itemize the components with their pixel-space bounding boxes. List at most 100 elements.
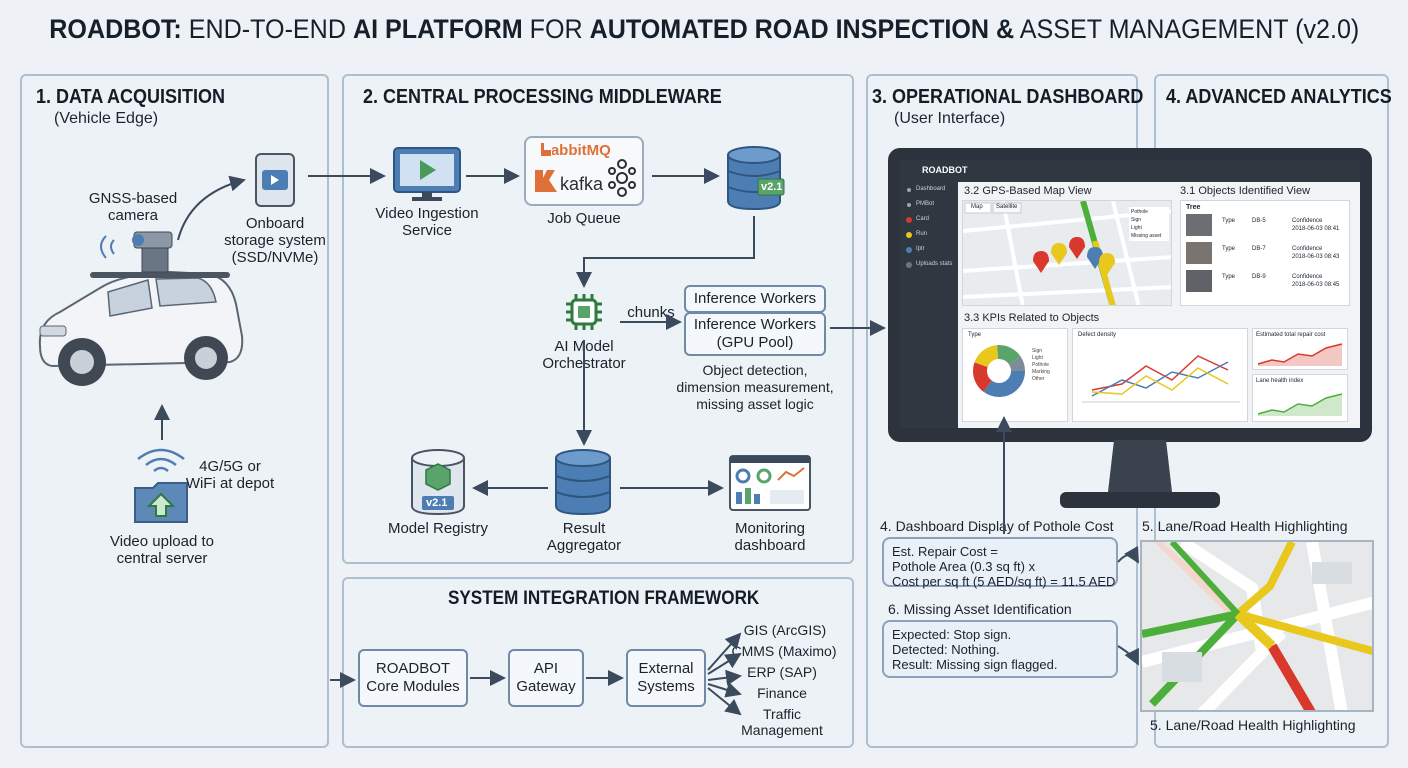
nav-item-iptr[interactable]: Iptr	[916, 246, 925, 252]
dashboard-topbar	[900, 160, 1360, 182]
objects-header: Tree	[1186, 204, 1201, 211]
section-heading-analytics: 4. ADVANCED ANALYTICS	[1166, 86, 1392, 108]
kpi-type-label: Type	[968, 332, 982, 338]
ai-orchestrator-icon	[566, 294, 602, 330]
target-finance: Finance	[757, 685, 807, 701]
kpi-cost-label: Estimated total repair cost	[1256, 332, 1326, 338]
missing-asset-callout: Expected: Stop sign.Detected: Nothing.Re…	[882, 620, 1118, 678]
rabbitmq-logo: RabbitMQ	[540, 142, 611, 159]
page-title: ROADBOT: END-TO-END AI PLATFORM FOR AUTO…	[49, 14, 1360, 44]
object-conf-1: Confidence	[1292, 218, 1323, 224]
kpi-donut-chart	[973, 345, 1025, 397]
section-sub-dashboard: (User Interface)	[894, 110, 1006, 127]
section-heading-middleware: 2. CENTRAL PROCESSING MIDDLEWARE	[363, 86, 722, 108]
target-traffic: Traffic	[762, 706, 802, 722]
dashboard-app-name: ROADBOT	[922, 165, 968, 175]
pothole-cost-title: 4. Dashboard Display of Pothole Cost	[880, 518, 1114, 534]
section-heading-dashboard: 3. OPERATIONAL DASHBOARD	[872, 86, 1144, 108]
kpi-lane-sparkline	[1257, 393, 1343, 416]
onboard-storage-icon	[255, 153, 295, 207]
result-aggregator-icon	[555, 449, 611, 516]
kafka-cluster-icon	[608, 159, 636, 197]
map-tab-map[interactable]: Map	[971, 204, 983, 210]
kpi-density-card	[1072, 328, 1248, 422]
missing-asset-title: 6. Missing Asset Identification	[888, 601, 1072, 617]
object-id-3: DB-9	[1252, 274, 1266, 280]
lane-health-roads	[1142, 542, 1372, 710]
wifi-icon	[137, 448, 185, 472]
target-erp: ERP (SAP)	[747, 664, 817, 680]
section-heading-integration: SYSTEM INTEGRATION FRAMEWORK	[448, 588, 760, 609]
kpi-density-line-chart	[1082, 355, 1240, 403]
pothole-cost-callout: Est. Repair Cost =Pothole Area (0.3 sq f…	[882, 537, 1118, 589]
target-cmms: CMMS (Maximo)	[731, 643, 837, 659]
map-tab-satellite[interactable]: Satellite	[996, 204, 1018, 210]
inference-tasks-label: Object detection,dimension measurement,m…	[676, 362, 834, 412]
object-id-1: DB-5	[1252, 218, 1266, 224]
model-registry-label: Model Registry	[387, 520, 489, 537]
object-type-3: Type	[1222, 274, 1236, 280]
section-sub-acquisition: (Vehicle Edge)	[54, 110, 159, 127]
database-version-badge: v2.1	[761, 181, 783, 193]
video-ingestion-icon	[393, 147, 461, 201]
nav-item-card[interactable]: Card	[916, 216, 930, 222]
lane-health-title-top: 5. Lane/Road Health Highlighting	[1142, 518, 1348, 534]
kafka-logo: kafka	[560, 174, 604, 194]
job-queue-label: Job Queue	[547, 210, 621, 227]
object-row-3[interactable]: Type DB-9 Confidence 2018-06-03 08:45	[1186, 270, 1344, 296]
kpi-lane-label: Lane health index	[1256, 378, 1304, 384]
object-conf-2: Confidence	[1292, 246, 1323, 252]
object-conf-3: Confidence	[1292, 274, 1323, 280]
chunks-label: chunks	[627, 304, 675, 321]
map-pins	[1033, 237, 1115, 275]
kafka-icon	[535, 170, 557, 192]
object-row-2[interactable]: Type DB-7 Confidence 2018-06-03 08:43	[1186, 242, 1344, 268]
kpi-title: 3.3 KPIs Related to Objects	[964, 312, 1100, 324]
target-gis: GIS (ArcGIS)	[743, 622, 827, 638]
object-time-2: 2018-06-03 08:43	[1292, 254, 1340, 260]
map-view-title: 3.2 GPS-Based Map View	[964, 185, 1092, 197]
object-time-1: 2018-06-03 08:41	[1292, 226, 1340, 232]
object-thumb-2	[1186, 242, 1212, 264]
dashboard-sidebar	[900, 182, 958, 428]
nav-item-dashboard[interactable]: Dashboard	[916, 186, 946, 192]
lane-health-title-bottom: 5. Lane/Road Health Highlighting	[1150, 717, 1356, 733]
nav-dot-icons	[906, 188, 912, 268]
section-heading-acquisition: 1. DATA ACQUISITION	[36, 86, 225, 108]
kpi-cost-sparkline	[1257, 343, 1343, 366]
nav-item-uploads[interactable]: Uploads stats	[916, 261, 953, 267]
kpi-density-label: Defect density	[1078, 332, 1117, 338]
rabbitmq-icon	[540, 141, 552, 157]
database-icon	[727, 146, 785, 211]
object-thumb-3	[1186, 270, 1212, 292]
object-type-1: Type	[1222, 218, 1236, 224]
vehicle-icon	[38, 231, 244, 386]
object-type-2: Type	[1222, 246, 1236, 252]
objects-view-title: 3.1 Objects Identified View	[1180, 185, 1311, 197]
nav-item-run[interactable]: Run	[916, 231, 928, 237]
registry-version-badge: v2.1	[426, 497, 448, 509]
object-row-1[interactable]: Type DB-5 Confidence 2018-06-03 08:41	[1186, 214, 1344, 240]
object-id-2: DB-7	[1252, 246, 1266, 252]
monitoring-dashboard-icon	[729, 455, 811, 511]
model-registry-icon	[411, 449, 465, 516]
monitor-stand	[1060, 440, 1220, 508]
lane-health-map	[1140, 540, 1374, 712]
nav-item-pmbot[interactable]: PMBot	[916, 201, 935, 207]
upload-folder-icon	[134, 482, 188, 523]
inference-workers-gpu-pool: Inference Workers(GPU Pool)	[684, 312, 826, 356]
